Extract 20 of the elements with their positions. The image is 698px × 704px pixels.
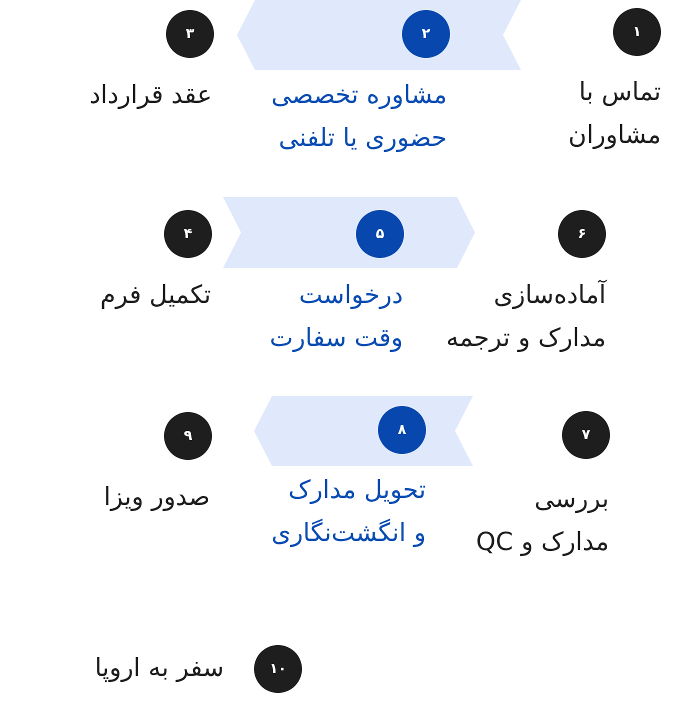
chevron-band xyxy=(237,0,521,70)
step-label: عقد قرارداد xyxy=(89,79,212,112)
step-label: تحویل مدارک و انگشت‌نگاری xyxy=(271,474,426,550)
step-label: تکمیل فرم xyxy=(100,279,211,312)
step-number: ۴ xyxy=(164,210,212,258)
step-label: بررسی مدارک و QC xyxy=(476,483,609,558)
step-number: ۹ xyxy=(164,412,212,460)
step-number: ۳ xyxy=(166,10,214,58)
step-number: ۱۰ xyxy=(254,645,302,693)
step-label: درخواست وقت سفارت xyxy=(270,279,403,354)
step-label: آماده‌سازی مدارک و ترجمه xyxy=(446,278,606,354)
step-label: سفر به اروپا xyxy=(94,652,224,684)
step-label: صدور ویزا xyxy=(104,481,210,514)
chevron-band xyxy=(223,197,475,268)
step-number: ۱ xyxy=(613,8,661,56)
step-number: ۷ xyxy=(562,411,610,459)
step-label: مشاوره تخصصی حضوری یا تلفنی xyxy=(271,79,447,154)
chevron-band xyxy=(254,396,473,466)
step-number: ۶ xyxy=(558,210,606,258)
step-label: تماس با مشاوران xyxy=(568,76,661,152)
